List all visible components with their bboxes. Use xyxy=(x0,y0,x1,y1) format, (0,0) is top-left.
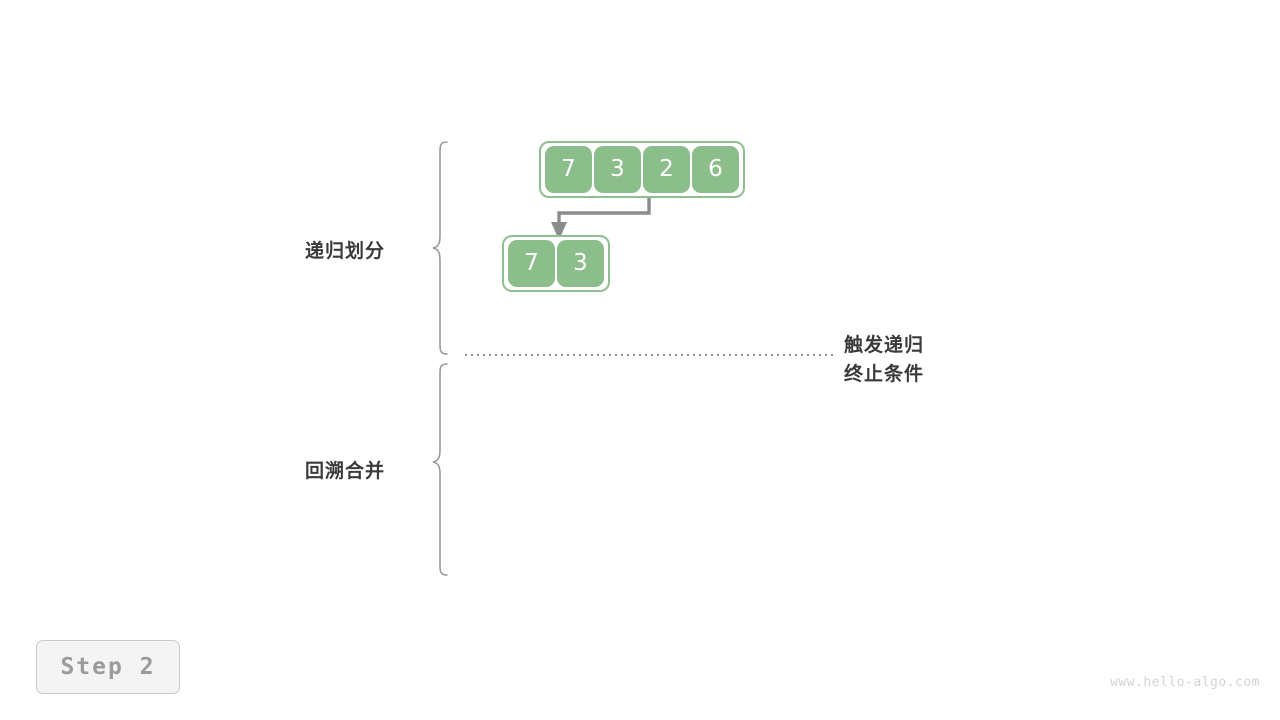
watermark: www.hello-algo.com xyxy=(1110,675,1260,690)
array-cell[interactable]: 3 xyxy=(594,146,641,193)
step-badge: Step 2 xyxy=(36,640,180,694)
termination-annotation-line1: 触发递归 xyxy=(844,334,925,356)
array-cell[interactable]: 6 xyxy=(692,146,739,193)
brace-merge xyxy=(432,363,448,576)
termination-annotation: 触发递归 终止条件 xyxy=(844,331,924,389)
termination-annotation-line2: 终止条件 xyxy=(844,363,925,385)
array-cell[interactable]: 7 xyxy=(545,146,592,193)
array-left-subarray[interactable]: 7 3 xyxy=(502,235,610,292)
phase-label-merge: 回溯合并 xyxy=(305,460,386,482)
array-root[interactable]: 7 3 2 6 xyxy=(539,141,745,198)
array-cell[interactable]: 7 xyxy=(508,240,555,287)
brace-divide xyxy=(432,141,448,355)
array-cell[interactable]: 3 xyxy=(557,240,604,287)
phase-label-divide: 递归划分 xyxy=(305,240,386,262)
divide-arrow xyxy=(557,196,651,226)
array-cell[interactable]: 2 xyxy=(643,146,690,193)
